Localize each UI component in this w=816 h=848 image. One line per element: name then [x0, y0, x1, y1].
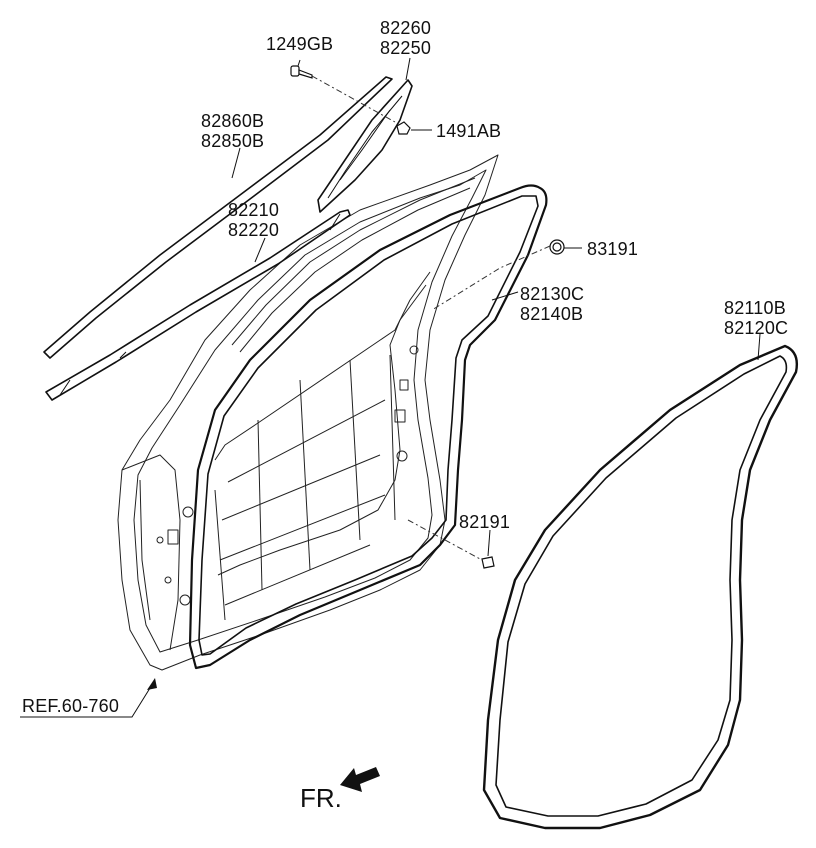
reference-label: REF.60-760 — [22, 696, 120, 716]
door-panel — [117, 154, 499, 671]
part-number: 83191 — [587, 239, 639, 259]
part-number: 82130C — [520, 284, 585, 304]
ref-arrowhead — [147, 678, 157, 690]
belt-weatherstrip — [45, 209, 351, 401]
part-number: 82260 — [380, 18, 432, 38]
clip-82191 — [481, 556, 495, 569]
part-number: 82860B — [201, 111, 265, 131]
label-82191: 82191 — [459, 512, 510, 532]
plug-83191 — [549, 239, 565, 255]
label-82110b-82120c: 82110B 82120C — [724, 298, 788, 338]
label-82210-82220: 82210 82220 — [228, 200, 279, 240]
part-number: 82140B — [520, 304, 584, 324]
front-arrow-icon — [340, 767, 380, 792]
door-weatherstrip — [188, 184, 548, 670]
label-82260-82250: 82260 82250 — [380, 18, 431, 58]
part-number: 82110B — [724, 298, 786, 318]
label-82860b-82850b: 82860B 82850B — [201, 111, 264, 151]
label-1491ab: 1491AB — [436, 121, 501, 141]
label-1249gb: 1249GB — [266, 34, 333, 54]
part-number: 82191 — [459, 512, 511, 532]
delta-garnish — [317, 79, 413, 213]
part-number: 82120C — [724, 318, 789, 338]
part-number: 82210 — [228, 200, 280, 220]
part-number: 82220 — [228, 220, 280, 240]
label-82130c-82140b: 82130C 82140B — [520, 284, 584, 324]
clip-1491ab — [396, 121, 411, 135]
leader-lines — [20, 57, 761, 718]
part-number: 1491AB — [436, 121, 502, 141]
belt-moulding-upper — [43, 76, 393, 359]
reference-lines — [311, 75, 551, 561]
screw-1249gb — [290, 65, 313, 79]
label-83191: 83191 — [587, 239, 638, 259]
part-number: 1249GB — [266, 34, 334, 54]
body-weatherstrip — [482, 344, 799, 830]
front-direction-label: FR. — [300, 783, 342, 813]
part-number: 82250 — [380, 38, 432, 58]
part-number: 82850B — [201, 131, 265, 151]
